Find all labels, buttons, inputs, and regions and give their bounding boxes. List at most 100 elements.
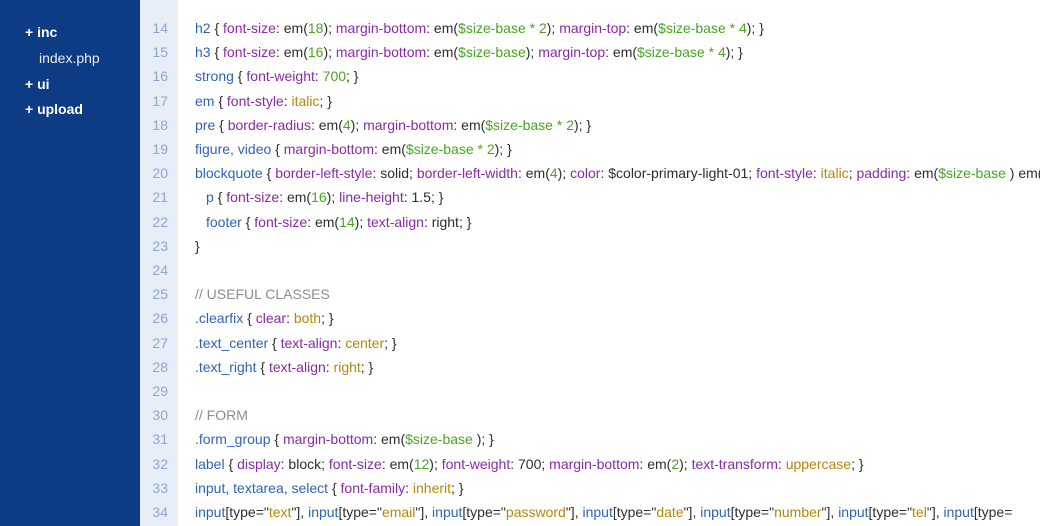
code-line[interactable]: .text_center { text-align: center; } <box>195 331 397 355</box>
code-line[interactable]: strong { font-weight: 700; } <box>195 64 358 88</box>
line-number: 32 <box>152 455 168 472</box>
code-token: .clearfix <box>195 310 244 327</box>
line-number: 31 <box>152 431 168 448</box>
line-number: 15 <box>152 44 168 61</box>
code-token: ); } <box>746 20 764 36</box>
code-token: 14 <box>339 213 355 230</box>
code-line[interactable]: figure, video { margin-bottom: em($size-… <box>195 137 512 161</box>
line-number: 27 <box>152 334 168 351</box>
code-token: [type=" <box>612 504 657 520</box>
code-token: font-weight <box>441 455 511 472</box>
code-token: margin-bottom <box>335 44 427 61</box>
code-token: date <box>656 504 684 520</box>
sidebar-folder-item[interactable]: + ui <box>25 76 50 92</box>
code-token: ; } <box>451 479 464 496</box>
code-token: : em( <box>426 44 459 61</box>
code-token: margin-bottom <box>363 116 454 133</box>
code-token: font-family <box>340 479 406 496</box>
code-token: { <box>256 358 269 375</box>
code-token: [type=" <box>225 504 269 520</box>
code-token: { <box>243 310 256 327</box>
code-token: text <box>268 504 292 520</box>
code-token: : em( <box>453 116 486 133</box>
sidebar-file-item[interactable]: index.php <box>39 50 100 66</box>
code-line[interactable]: pre { border-radius: em(4); margin-botto… <box>195 113 591 137</box>
code-token: center <box>345 334 385 351</box>
code-token: { <box>214 92 227 109</box>
code-line[interactable]: footer { font-size: em(14); text-align: … <box>206 210 471 234</box>
code-token: font-size <box>223 44 276 61</box>
code-token: ); <box>350 116 364 133</box>
code-token: : em( <box>275 44 308 61</box>
code-line[interactable]: em { font-style: italic; } <box>195 89 332 113</box>
code-token: $size-base * 4 <box>658 20 747 36</box>
line-number: 20 <box>152 165 168 182</box>
code-line[interactable]: blockquote { border-left-style: solid; b… <box>195 161 1040 185</box>
code-token: : <box>286 310 294 327</box>
sidebar-folder-item[interactable]: + upload <box>25 101 83 117</box>
code-token: : em( <box>307 213 340 230</box>
line-number: 25 <box>152 286 168 303</box>
line-number: 16 <box>152 68 168 85</box>
code-token: [type=" <box>462 504 506 520</box>
code-line[interactable]: // USEFUL CLASSES <box>195 282 330 306</box>
code-token: $size-base * 2 <box>405 141 495 157</box>
code-token: ); } <box>725 44 743 61</box>
code-line[interactable]: input, textarea, select { font-family: i… <box>195 476 464 500</box>
code-token: input <box>195 504 226 520</box>
code-token: input <box>943 504 974 520</box>
code-token: // USEFUL CLASSES <box>195 286 330 303</box>
code-token: [type=" <box>338 504 382 520</box>
code-token: inherit <box>412 479 452 496</box>
code-token: margin-top <box>538 44 606 61</box>
code-token: pre <box>195 116 216 133</box>
line-number: 21 <box>152 189 168 206</box>
code-token: .text_center <box>195 334 269 351</box>
code-line[interactable]: // FORM <box>195 403 248 427</box>
code-line[interactable]: } <box>195 234 200 258</box>
code-line[interactable]: input[type="text"], input[type="email"],… <box>195 500 1012 524</box>
code-token: font-style <box>756 165 813 182</box>
code-line[interactable]: .form_group { margin-bottom: em($size-ba… <box>195 427 494 451</box>
code-editor[interactable]: h2 { font-size: em(18); margin-bottom: e… <box>195 0 1040 526</box>
code-line[interactable]: h3 { font-size: em(16); margin-bottom: e… <box>195 40 743 64</box>
code-token: 18 <box>307 20 324 36</box>
code-token: password <box>505 504 566 520</box>
code-token: input <box>432 504 463 520</box>
code-token: "], <box>415 504 433 520</box>
code-token: ); } <box>494 141 512 157</box>
code-token: 4 <box>549 165 558 182</box>
code-token: : <box>337 334 346 351</box>
code-token: ; } <box>360 358 374 375</box>
line-number: 17 <box>152 92 168 109</box>
code-token: input <box>308 504 339 520</box>
code-token: display <box>237 455 281 472</box>
code-token: : em( <box>279 189 312 206</box>
code-token: strong <box>195 68 234 85</box>
code-token: ; } <box>851 455 864 472</box>
code-token: { <box>271 141 284 157</box>
sidebar-folder-item[interactable]: + inc <box>25 24 58 40</box>
code-line[interactable]: .clearfix { clear: both; } <box>195 306 334 330</box>
code-line[interactable]: h2 { font-size: em(18); margin-bottom: e… <box>195 16 764 40</box>
code-token: .form_group <box>195 431 271 448</box>
code-line[interactable]: label { display: block; font-size: em(12… <box>195 452 864 476</box>
code-token: "], <box>565 504 583 520</box>
code-token: : em( <box>310 116 343 133</box>
code-line[interactable]: p { font-size: em(16); line-height: 1.5;… <box>206 185 443 209</box>
code-token: border-left-width <box>416 165 518 182</box>
code-token: em <box>195 92 215 109</box>
line-number: 33 <box>152 479 168 496</box>
code-token: 16 <box>311 189 327 206</box>
code-line[interactable]: .text_right { text-align: right; } <box>195 355 373 379</box>
code-token: footer <box>206 213 242 230</box>
code-token: margin-top <box>559 20 627 36</box>
code-token: : 1.5; } <box>403 189 444 206</box>
code-token: ); <box>326 189 340 206</box>
code-token: padding <box>856 165 907 182</box>
code-token: : <box>777 455 786 472</box>
line-number: 14 <box>152 20 168 36</box>
code-token: font-style <box>226 92 284 109</box>
code-token: uppercase <box>785 455 852 472</box>
